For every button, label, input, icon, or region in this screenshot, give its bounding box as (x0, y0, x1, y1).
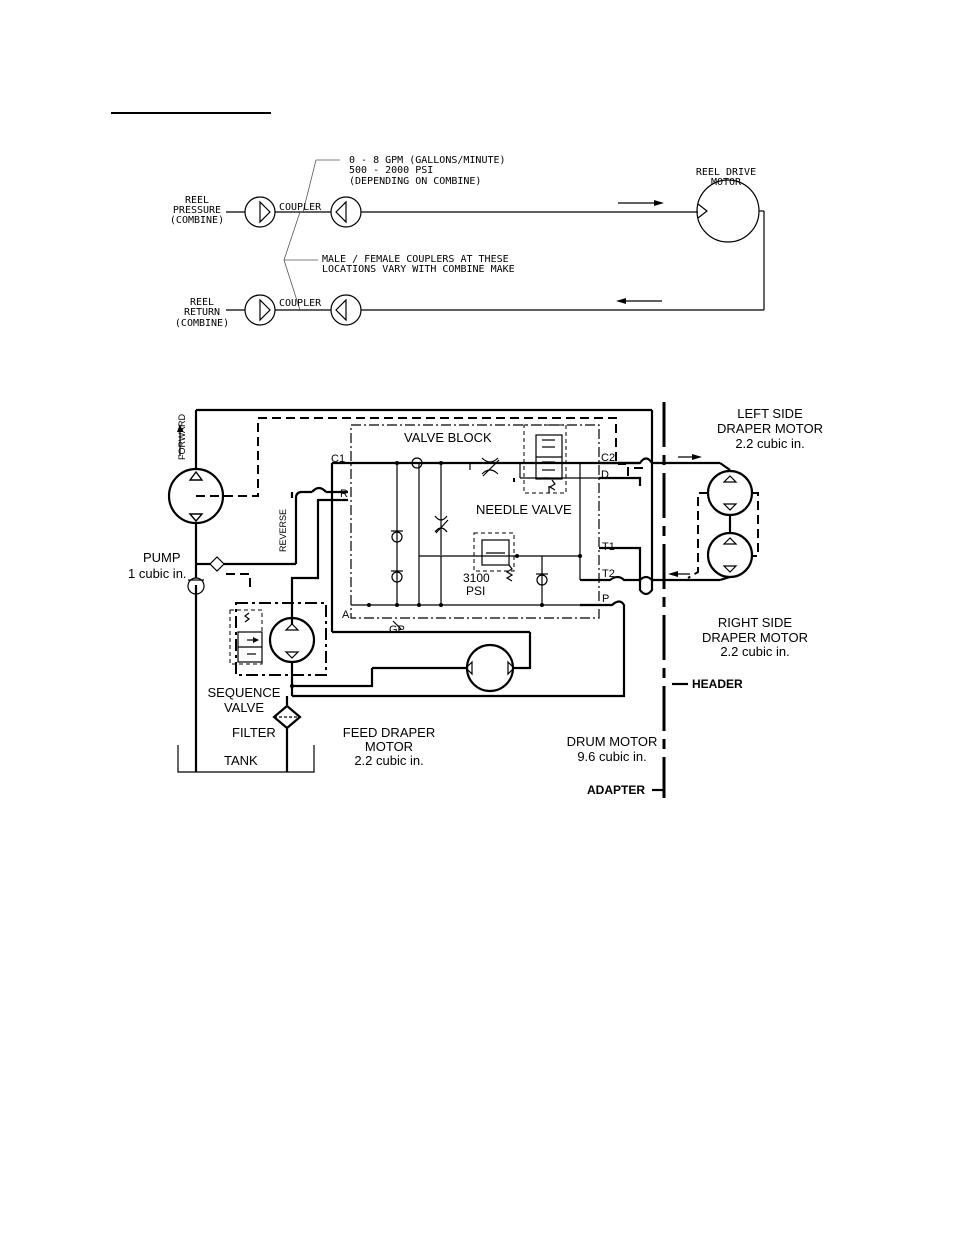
coupler-bottom-label: COUPLER (279, 298, 322, 309)
left-motor-label-3: 2.2 cubic in. (735, 436, 804, 451)
right-motor-label-1: RIGHT SIDE (718, 615, 792, 630)
tank (177, 745, 315, 773)
port-p-label: P (602, 593, 609, 605)
draper-circuit (167, 402, 759, 798)
reel-motor-label-2: MOTOR (711, 177, 742, 188)
port-a-label: A (342, 609, 350, 621)
reel-motor-label-1: REEL DRIVE (696, 167, 756, 178)
sequence-valve-label-1: SEQUENCE (208, 685, 281, 700)
drum-motor (465, 643, 515, 693)
port-c2-label: C2 (601, 452, 615, 464)
tank-label: TANK (224, 753, 258, 768)
feed-motor-label-2: MOTOR (365, 739, 413, 754)
reverse-label: REVERSE (278, 509, 288, 552)
pump-label-1: PUMP (143, 550, 181, 565)
left-motor-label-1: LEFT SIDE (737, 406, 803, 421)
valve-block-label: VALVE BLOCK (404, 430, 492, 445)
drum-motor-label-1: DRUM MOTOR (567, 734, 658, 749)
right-motor-label-3: 2.2 cubic in. (720, 644, 789, 659)
reel-return-label-1: REEL (190, 297, 214, 308)
forward-label: FORWARD (177, 414, 187, 460)
drum-motor-label-2: 9.6 cubic in. (577, 749, 646, 764)
port-d-label: D (601, 469, 609, 481)
coupler-top-label: COUPLER (279, 202, 322, 213)
port-gp-label: GP (389, 624, 405, 636)
valve-block (350, 424, 600, 619)
reel-return-label-3: (COMBINE) (175, 318, 229, 329)
relief-label-1: 3100 (463, 571, 490, 585)
needle-valve-label: NEEDLE VALVE (476, 502, 572, 517)
adapter-label: ADAPTER (587, 783, 645, 797)
reel-return-label-2: RETURN (184, 307, 220, 318)
pump-label-2: 1 cubic in. (128, 566, 187, 581)
right-draper-motor (706, 531, 754, 579)
left-motor-label-2: DRAPER MOTOR (717, 421, 823, 436)
reel-pressure-label-2: PRESSURE (173, 205, 221, 216)
feed-motor-label-3: 2.2 cubic in. (354, 753, 423, 768)
flow-note-1: 0 - 8 GPM (GALLONS/MINUTE) (349, 155, 506, 166)
reel-pressure-label-1: REEL (185, 195, 209, 206)
left-draper-motor (706, 469, 754, 517)
right-motor-label-2: DRAPER MOTOR (702, 630, 808, 645)
header-label: HEADER (692, 677, 743, 691)
feed-motor-label-1: FEED DRAPER (343, 725, 435, 740)
reel-pressure-label-3: (COMBINE) (170, 215, 224, 226)
relief-label-2: PSI (466, 584, 485, 598)
port-c1-label: C1 (331, 453, 345, 465)
reel-circuit (226, 159, 765, 326)
port-t2-label: T2 (602, 568, 615, 580)
port-t1-label: T1 (602, 541, 615, 553)
flow-note-3: (DEPENDING ON COMBINE) (349, 176, 481, 187)
filter-label: FILTER (232, 725, 276, 740)
port-r-label: R (340, 488, 348, 500)
sequence-valve-label-2: VALVE (224, 700, 264, 715)
flow-note-2: 500 - 2000 PSI (349, 165, 433, 176)
coupler-note-2: LOCATIONS VARY WITH COMBINE MAKE (322, 264, 515, 275)
coupler-note-1: MALE / FEMALE COUPLERS AT THESE (322, 254, 509, 265)
